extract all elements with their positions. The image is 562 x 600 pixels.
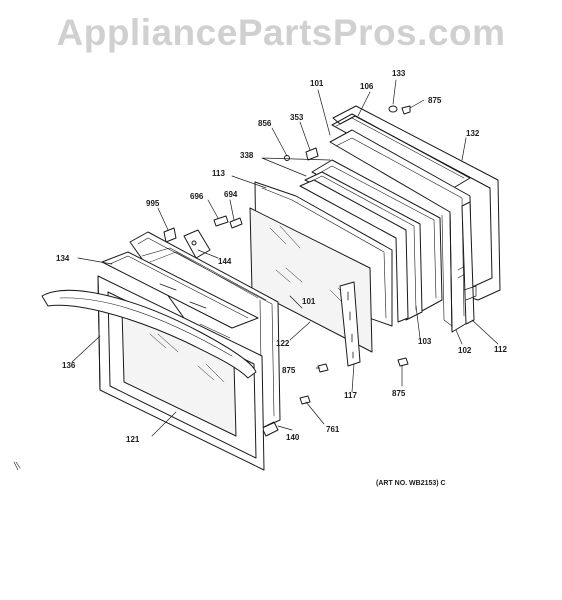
- clip-995: [163, 227, 177, 243]
- art-number: (ART NO. WB2153) C: [376, 480, 446, 487]
- callout-labels: 133 106 875 101 132 856 353 338 113 995 …: [56, 69, 507, 444]
- callout-121: 121: [126, 435, 140, 444]
- clip-353: [305, 147, 319, 161]
- callout-875c: 875: [392, 389, 406, 398]
- cap-133: [388, 105, 398, 113]
- callout-132: 132: [466, 129, 480, 138]
- screw-761: [299, 395, 311, 405]
- door-glass-101: [249, 207, 373, 353]
- screw-875-right: [397, 357, 409, 367]
- stray-mark: [13, 461, 21, 471]
- callout-144: 144: [218, 257, 232, 266]
- mounting-plate-144: [183, 229, 211, 259]
- callout-112: 112: [494, 345, 507, 354]
- hinge-117: [339, 281, 361, 367]
- callout-338: 338: [240, 151, 254, 160]
- screw-875-left: [317, 363, 329, 373]
- callout-101: 101: [310, 79, 324, 88]
- callout-353: 353: [290, 113, 304, 122]
- callout-694: 694: [224, 190, 238, 199]
- callout-133: 133: [392, 69, 406, 78]
- screw-875-top: [401, 105, 411, 115]
- handle-136: [41, 289, 257, 379]
- leader-lines: [71, 79, 499, 437]
- watermark-logo: AppliancePartsPros.com: [56, 12, 506, 53]
- callout-102: 102: [458, 346, 472, 355]
- callout-761: 761: [326, 425, 340, 434]
- screw-696: [213, 215, 229, 227]
- glass-pack-frame-338: [299, 171, 423, 323]
- callout-106: 106: [360, 82, 374, 91]
- handle-bracket-134: [101, 251, 259, 329]
- callout-856: 856: [258, 119, 272, 128]
- callout-995: 995: [146, 199, 160, 208]
- callout-875b: 875: [282, 366, 296, 375]
- callout-140: 140: [286, 433, 300, 442]
- callout-875: 875: [428, 96, 442, 105]
- callout-134: 134: [56, 254, 70, 263]
- callout-122: 122: [276, 339, 290, 348]
- callout-136: 136: [62, 361, 76, 370]
- side-trim-112: [461, 201, 477, 325]
- callout-696: 696: [190, 192, 204, 201]
- callout-103: 103: [418, 337, 432, 346]
- screw-694: [229, 217, 243, 229]
- callout-101b: 101: [302, 297, 316, 306]
- callout-113: 113: [212, 169, 225, 178]
- callout-117: 117: [344, 391, 357, 400]
